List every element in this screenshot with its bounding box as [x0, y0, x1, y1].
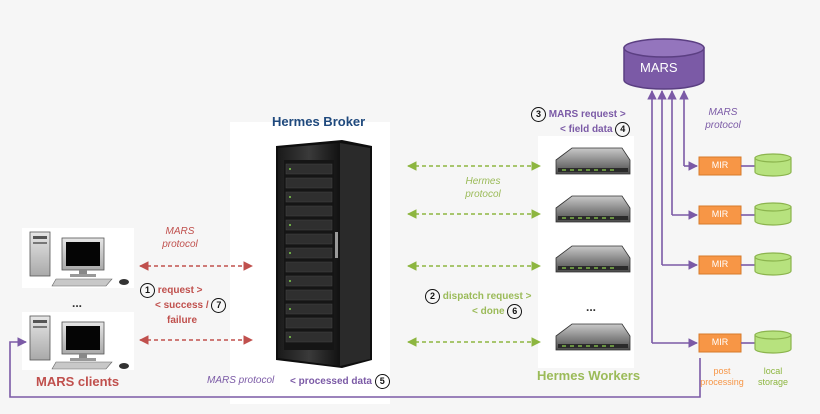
rack-server-icon: [555, 147, 631, 175]
storage-cylinders: [754, 153, 792, 354]
field-data-label: < field data 4: [560, 122, 631, 137]
left-mars-protocol-label: MARS protocol: [162, 226, 198, 250]
step-number-badge: 4: [615, 122, 631, 137]
client-broker-arrows: [139, 261, 253, 345]
mir-label: MIR: [711, 259, 729, 269]
post-processing-label: post processing: [700, 366, 744, 388]
step-number-badge: 2: [425, 289, 440, 304]
worker-servers: [555, 147, 631, 351]
clients-title: MARS clients: [36, 374, 120, 389]
mars-database-cylinder: [623, 38, 705, 90]
failure-label: failure: [167, 315, 198, 326]
desktop-computer-icon: [29, 231, 129, 287]
desktop-computer-icon: [29, 315, 129, 370]
done-label: < done 6: [472, 304, 523, 319]
step-number-badge: 3: [531, 107, 546, 122]
mir-label: MIR: [711, 209, 729, 219]
workers-title: Hermes Workers: [537, 368, 641, 383]
request-label: 1 request >: [140, 283, 203, 298]
mars-protocol-lines: [9, 90, 701, 398]
clients-ellipsis: ...: [72, 296, 83, 310]
step-number-badge: 5: [374, 374, 390, 389]
mir-boxes: [698, 156, 742, 353]
hermes-protocol-label: Hermes protocol: [465, 176, 501, 200]
local-storage-label: local storage: [757, 366, 789, 388]
bottom-mars-protocol-label: MARS protocol: [207, 375, 275, 386]
mir-label: MIR: [711, 337, 729, 347]
mir-label: MIR: [711, 160, 729, 170]
broker-worker-arrows: [407, 161, 541, 347]
mir-storage-links: [741, 165, 755, 344]
mars-database-label: MARS: [640, 60, 678, 75]
step-number-badge: 7: [211, 298, 227, 313]
broker-title: Hermes Broker: [272, 114, 366, 129]
processed-data-label: < processed data 5: [290, 374, 390, 389]
dispatch-request-label: 2 dispatch request >: [425, 289, 531, 304]
success-label: < success / 7: [155, 298, 227, 313]
rack-server-icon: [555, 323, 631, 351]
step-number-badge: 6: [507, 304, 523, 319]
rack-server-icon: [555, 245, 631, 273]
workers-ellipsis: ...: [586, 300, 597, 314]
mir-mars-protocol-label: MARS protocol: [705, 107, 741, 131]
step-number-badge: 1: [140, 283, 155, 298]
mars-request-label: 3 MARS request >: [531, 107, 626, 122]
rack-server-icon: [555, 195, 631, 223]
broker-server-rack-icon: [276, 140, 372, 368]
